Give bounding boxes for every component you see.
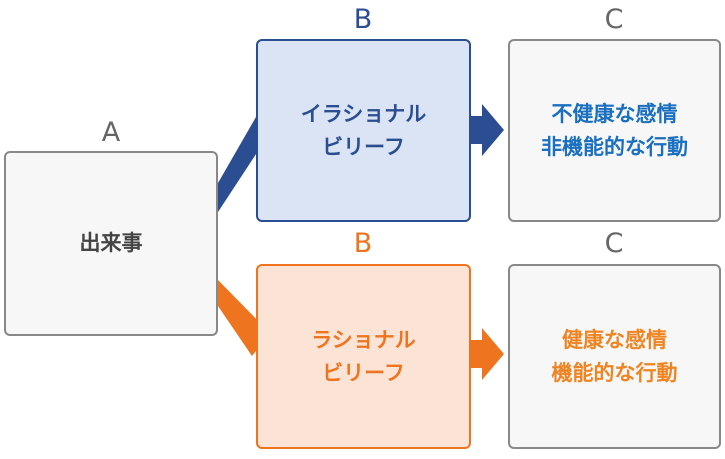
- arrow-irrational-belief-to-consequence: [471, 104, 504, 156]
- rational-belief-letter: B: [353, 228, 373, 259]
- rational-consequence-box: 健康な感情 機能的な行動: [508, 264, 721, 449]
- irrational-belief-label: イラショナル ビリーフ: [300, 101, 427, 159]
- irrational-belief-box: イラショナル ビリーフ: [256, 39, 471, 222]
- rational-consequence-letter: C: [604, 228, 624, 259]
- irrational-consequence-letter: C: [604, 4, 624, 35]
- rational-belief-label: ラショナル ビリーフ: [311, 327, 416, 385]
- event-label: 出来事: [79, 231, 143, 255]
- irrational-consequence-box: 不健康な感情 非機能的な行動: [508, 39, 721, 222]
- event-box: 出来事: [4, 151, 218, 336]
- event-letter: A: [101, 117, 121, 148]
- rational-consequence-label: 健康な感情 機能的な行動: [551, 327, 678, 385]
- connector-a-to-irrational-belief: [218, 110, 260, 212]
- irrational-belief-letter: B: [353, 4, 373, 35]
- rational-belief-box: ラショナル ビリーフ: [256, 264, 471, 449]
- arrow-rational-belief-to-consequence: [471, 328, 504, 380]
- irrational-consequence-label: 不健康な感情 非機能的な行動: [541, 101, 688, 159]
